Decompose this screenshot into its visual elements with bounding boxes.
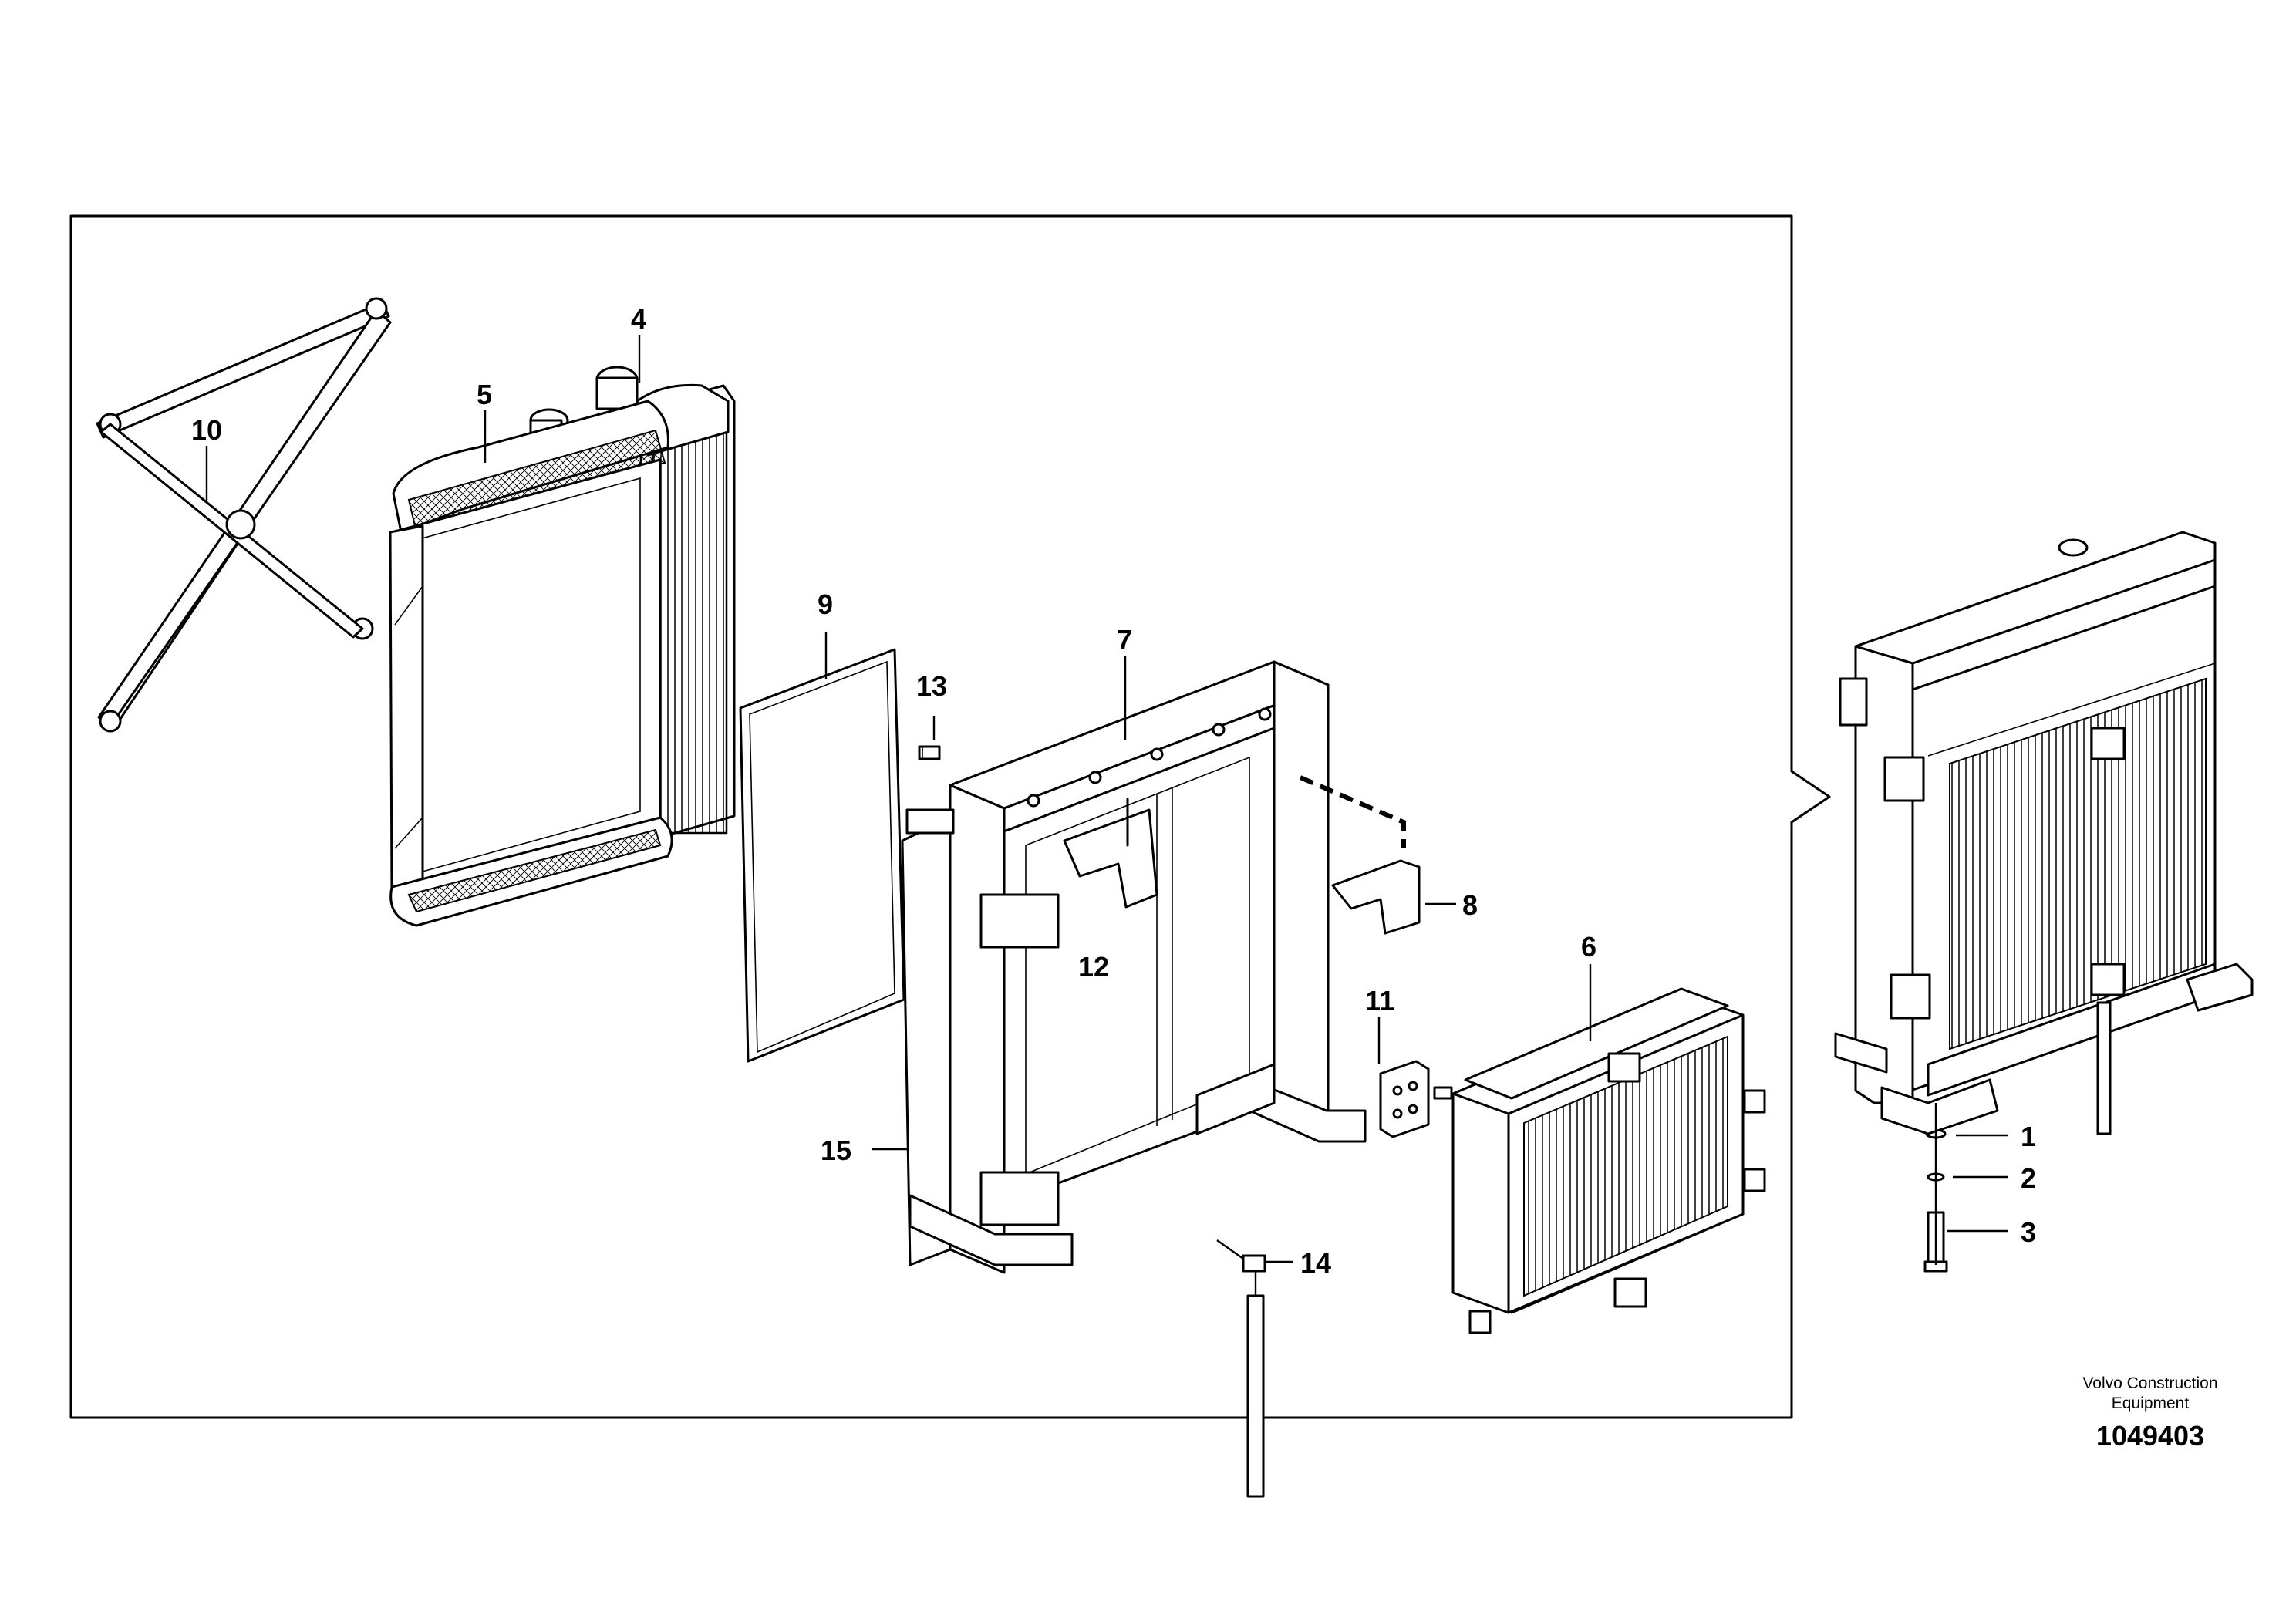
callout-3: 3 <box>2021 1216 2036 1248</box>
drain-14-part <box>1216 1239 1266 1498</box>
frame-part <box>901 660 1367 1274</box>
callout-6: 6 <box>1581 931 1596 963</box>
callout-9: 9 <box>818 588 833 620</box>
assembled-unit <box>1834 531 2254 1265</box>
document-number: 1049403 <box>2096 1420 2204 1452</box>
callout-4: 4 <box>631 303 646 335</box>
assembly-frame <box>69 214 1831 1419</box>
clamp-11-part <box>1379 1060 1453 1138</box>
bracket-12-part <box>1063 798 1158 909</box>
callout-8: 8 <box>1462 889 1478 921</box>
brand-line-1: Volvo Construction <box>2082 1374 2217 1392</box>
callout-15: 15 <box>821 1135 851 1166</box>
callout-5: 5 <box>477 379 492 410</box>
screw-13-part <box>918 745 941 760</box>
callout-11: 11 <box>1365 985 1394 1017</box>
seal-part <box>739 648 905 1063</box>
callout-12: 12 <box>1078 951 1109 983</box>
callout-2: 2 <box>2021 1162 2036 1194</box>
callout-1: 1 <box>2021 1121 2036 1152</box>
callout-10: 10 <box>191 414 222 446</box>
callout-7: 7 <box>1117 624 1132 656</box>
oil-cooler-part <box>1451 987 1766 1334</box>
bracket-8-part <box>1299 775 1421 935</box>
callout-13: 13 <box>916 670 947 702</box>
brand-line-2: Equipment <box>2112 1394 2190 1412</box>
callout-14: 14 <box>1300 1247 1331 1279</box>
radiator-part <box>389 366 736 927</box>
cross-brace-part <box>96 297 392 733</box>
leader-lines <box>205 335 2008 1263</box>
